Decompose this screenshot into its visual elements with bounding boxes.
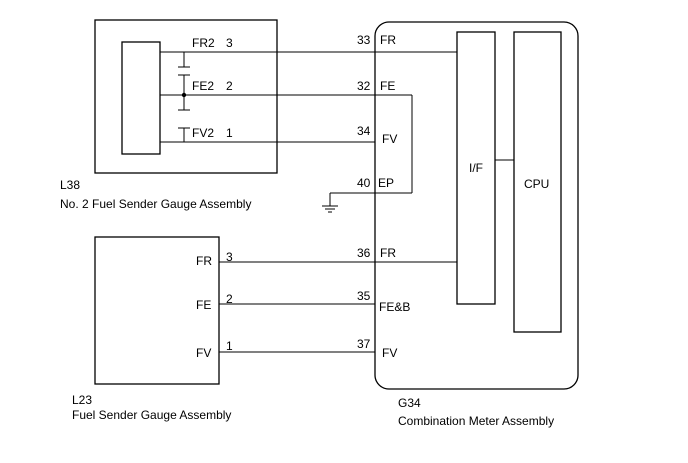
l23-code: L23 xyxy=(72,393,92,407)
l23-name: Fuel Sender Gauge Assembly xyxy=(72,408,231,422)
g34-interface-block xyxy=(456,31,496,305)
l38-pin-3-number: 3 xyxy=(226,36,233,50)
g34-pin-34-number: 34 xyxy=(357,124,371,138)
g34-name: Combination Meter Assembly xyxy=(398,414,554,428)
g34-pin-fv-2-label: FV xyxy=(382,346,397,360)
l23-component: FR FE FV 3 2 1 L23 Fuel Sender Gauge Ass… xyxy=(72,236,233,422)
g34-pin-36-number: 36 xyxy=(357,246,371,260)
l38-pin-fv2-label: FV2 xyxy=(192,126,214,140)
g34-pin-37-number: 37 xyxy=(357,337,371,351)
g34-pin-fr-label: FR xyxy=(380,33,396,47)
g34-code: G34 xyxy=(398,396,421,410)
l38-name: No. 2 Fuel Sender Gauge Assembly xyxy=(60,197,251,211)
l23-pin-fv-label: FV xyxy=(196,346,211,360)
l38-pin-fr2-label: FR2 xyxy=(192,36,215,50)
l23-pin-1-number: 1 xyxy=(226,339,233,353)
g34-pin-fv-label: FV xyxy=(382,132,397,146)
l38-pin-fe2-label: FE2 xyxy=(192,79,214,93)
l38-pin-1-number: 1 xyxy=(226,126,233,140)
l23-pin-3-number: 3 xyxy=(226,250,233,264)
g34-interface-label: I/F xyxy=(469,161,483,175)
l23-pin-2-number: 2 xyxy=(226,292,233,306)
g34-pin-40-number: 40 xyxy=(357,176,371,190)
l23-pin-fe-label: FE xyxy=(196,298,211,312)
g34-pin-35-number: 35 xyxy=(357,289,371,303)
l38-outline xyxy=(94,19,278,174)
l38-component: FR2 FE2 FV2 3 2 1 L38 No. 2 Fuel Sender … xyxy=(60,19,278,211)
g34-cpu-block xyxy=(513,31,562,333)
g34-cpu-label: CPU xyxy=(524,177,549,191)
l38-code: L38 xyxy=(60,178,80,192)
l23-outline xyxy=(94,236,220,385)
g34-pin-ep-label: EP xyxy=(378,176,394,190)
g34-pin-fr-2-label: FR xyxy=(380,246,396,260)
g34-pin-feb-label: FE&B xyxy=(379,300,410,314)
g34-outline xyxy=(374,21,579,390)
wires xyxy=(184,51,457,353)
l38-pin-2-number: 2 xyxy=(226,79,233,93)
ground-icon xyxy=(322,193,338,213)
l23-pin-fr-label: FR xyxy=(196,254,212,268)
g34-component: I/F CPU 33 32 34 40 36 35 37 FR FE FV EP… xyxy=(357,21,579,428)
l38-sender-element xyxy=(121,41,161,155)
g34-pin-33-number: 33 xyxy=(357,33,371,47)
g34-pin-fe-label: FE xyxy=(380,79,395,93)
g34-pin-32-number: 32 xyxy=(357,79,371,93)
